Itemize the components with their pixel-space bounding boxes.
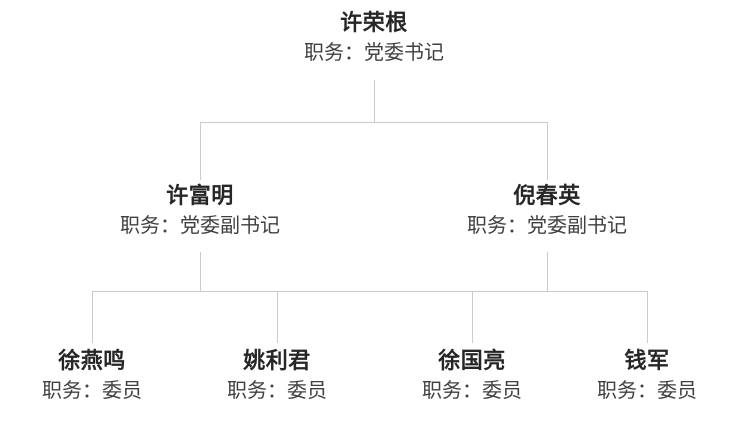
person-name: 许富明 xyxy=(166,183,234,208)
person-name: 倪春英 xyxy=(513,183,581,208)
person-position: 职务：委员 xyxy=(227,380,327,402)
connector-line xyxy=(277,291,278,343)
connector-line xyxy=(200,122,201,180)
connector-line xyxy=(92,291,647,292)
org-node: 徐燕鸣 职务：委员 xyxy=(42,346,142,405)
person-name: 徐国亮 xyxy=(438,348,506,373)
connector-line xyxy=(547,122,548,180)
connector-line xyxy=(647,291,648,343)
org-node: 许富明 职务：党委副书记 xyxy=(120,181,280,240)
person-position: 职务：委员 xyxy=(42,380,142,402)
person-position: 职务：委员 xyxy=(422,380,522,402)
connector-line xyxy=(472,291,473,343)
person-name: 钱军 xyxy=(624,348,670,373)
connector-line xyxy=(92,291,93,343)
person-name: 姚利君 xyxy=(243,348,311,373)
org-node: 徐国亮 职务：委员 xyxy=(422,346,522,405)
org-node: 姚利君 职务：委员 xyxy=(227,346,327,405)
connector-line xyxy=(547,252,548,291)
connector-line xyxy=(200,252,201,291)
person-position: 职务：党委副书记 xyxy=(120,215,280,237)
org-node: 倪春英 职务：党委副书记 xyxy=(467,181,627,240)
connector-line xyxy=(200,122,548,123)
person-position: 职务：委员 xyxy=(597,380,697,402)
org-node-root: 许荣根 职务：党委书记 xyxy=(304,8,444,67)
connector-line xyxy=(374,80,375,122)
person-name: 徐燕鸣 xyxy=(58,348,126,373)
person-position: 职务：党委副书记 xyxy=(467,215,627,237)
person-position: 职务：党委书记 xyxy=(304,42,444,64)
org-node: 钱军 职务：委员 xyxy=(597,346,697,405)
person-name: 许荣根 xyxy=(340,10,408,35)
